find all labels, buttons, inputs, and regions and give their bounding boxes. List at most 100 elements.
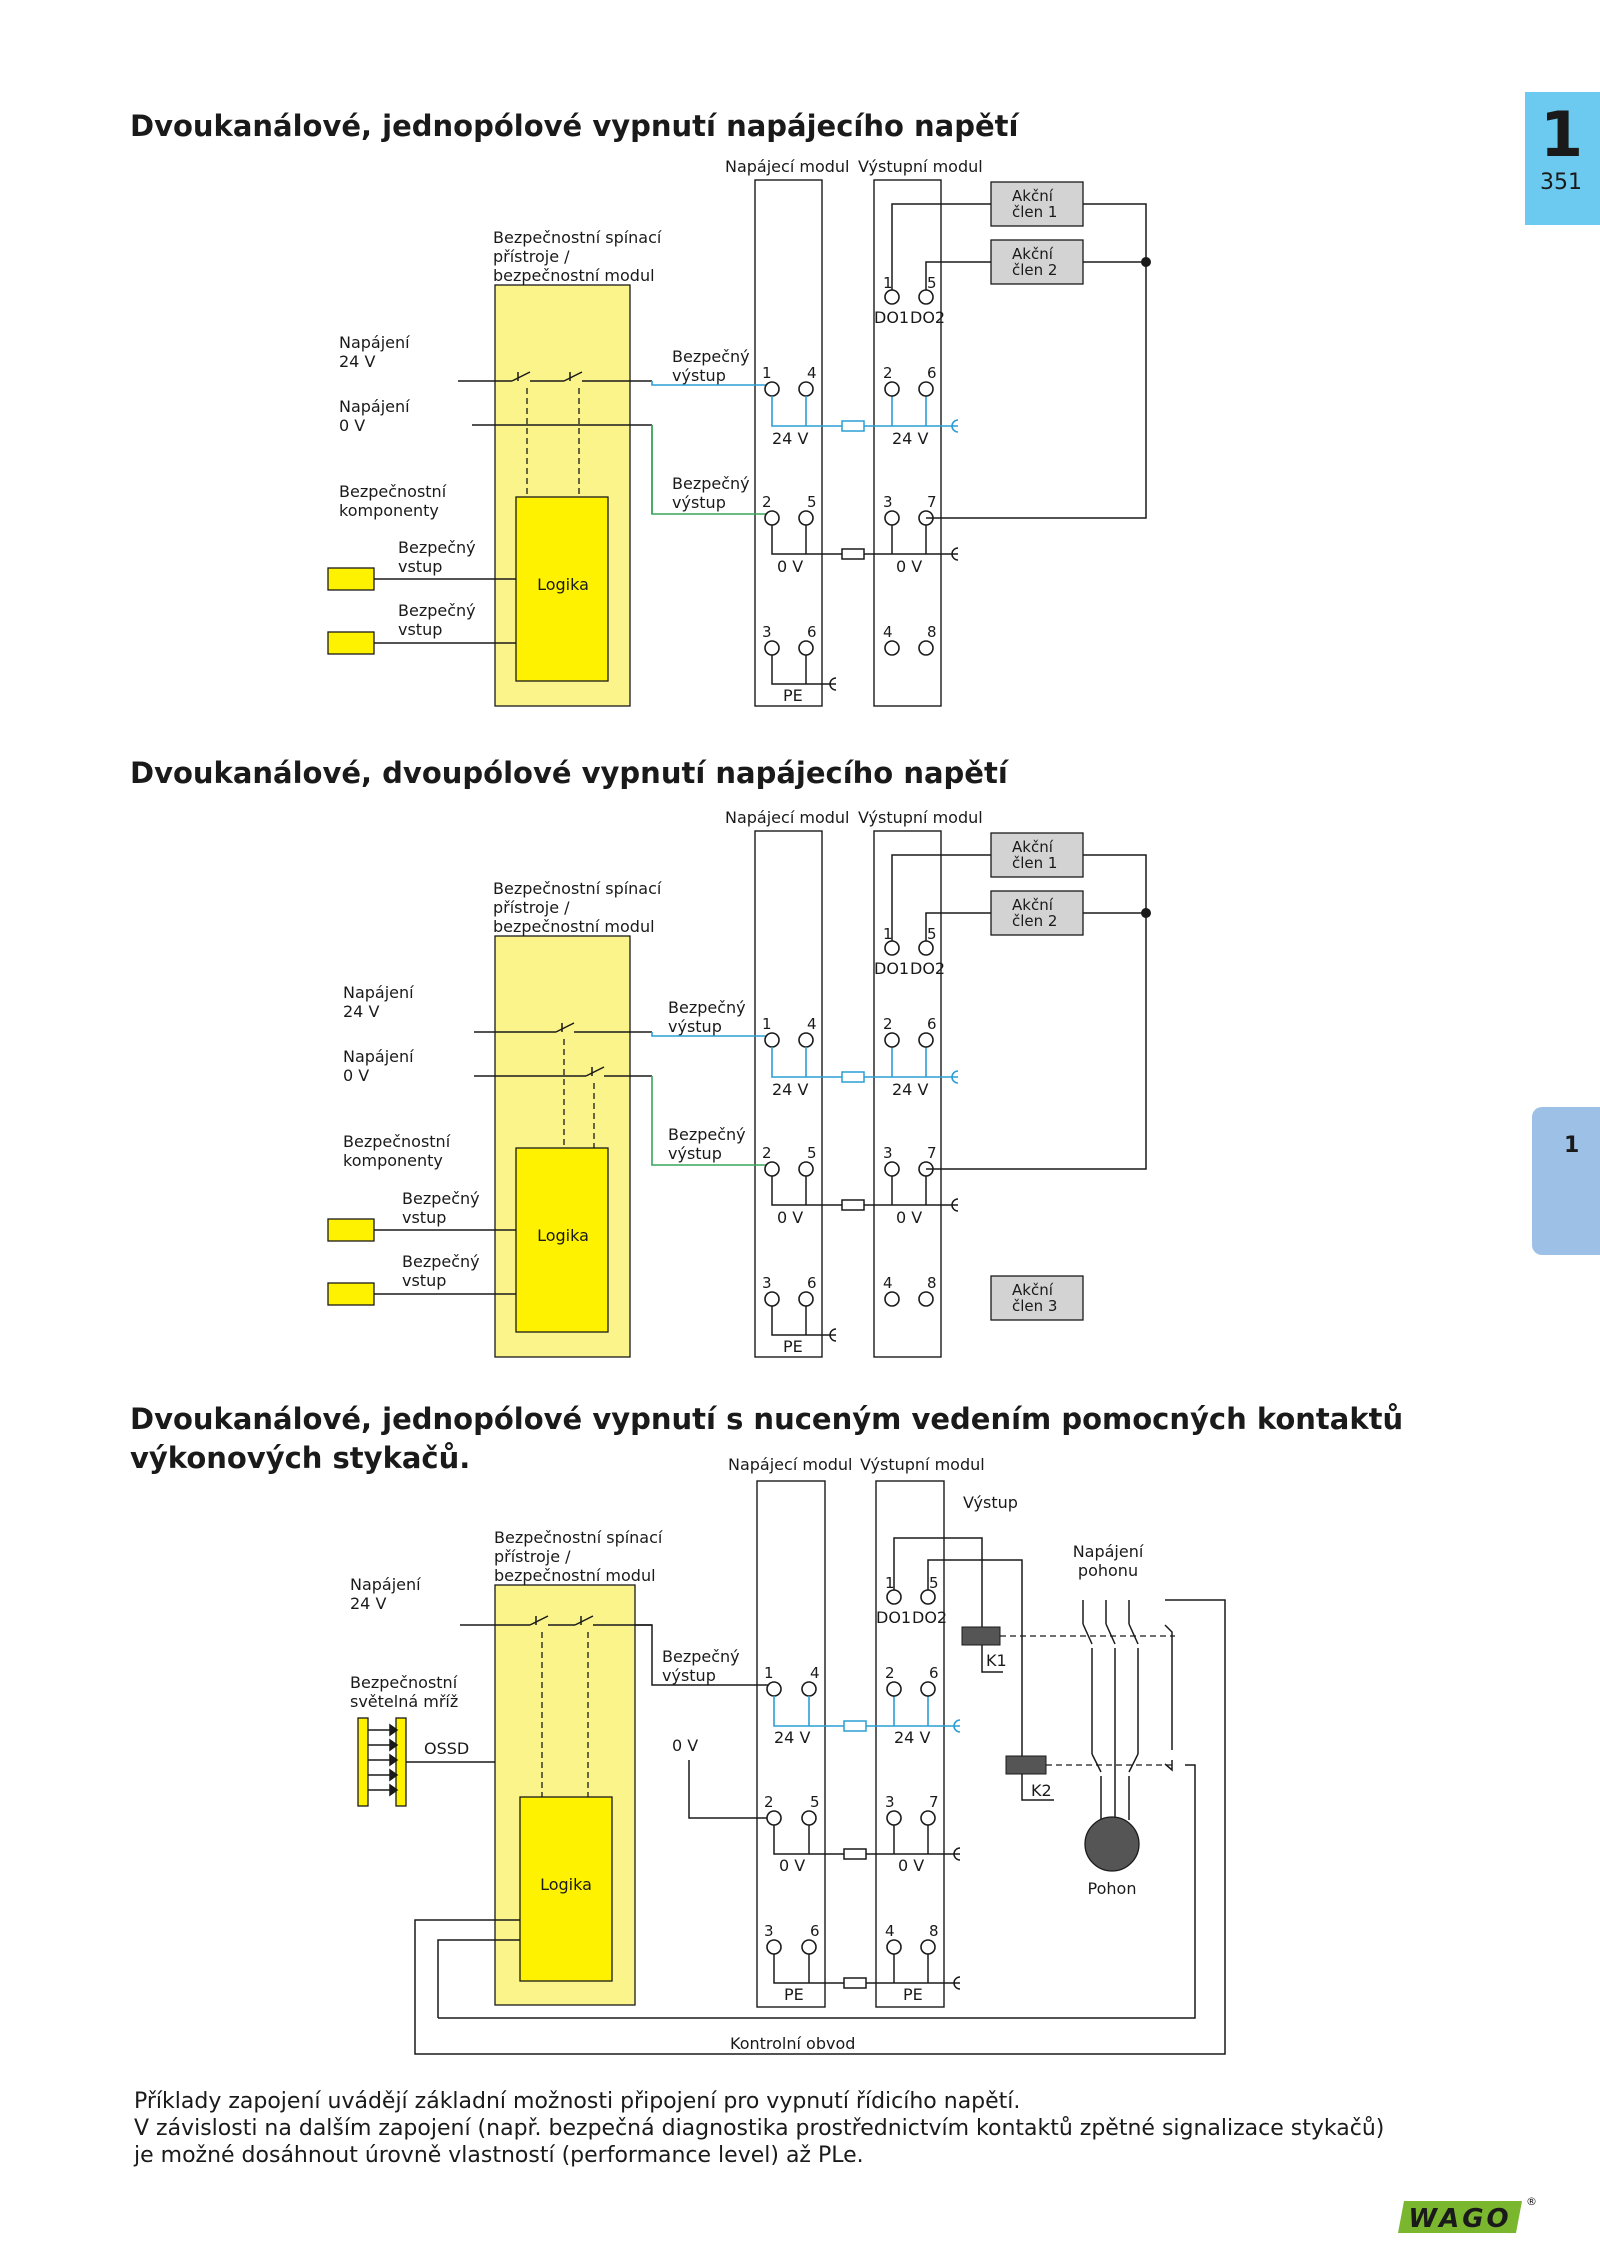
- logic-block: [515, 1147, 609, 1333]
- wago-logo: WAGO ®: [1398, 2195, 1537, 2234]
- svg-text:4: 4: [883, 623, 893, 641]
- svg-text:PE: PE: [783, 686, 803, 705]
- svg-text:1: 1: [762, 1015, 772, 1033]
- section-2-title: Dvoukanálové, dvoupólové vypnutí napájec…: [130, 756, 1008, 790]
- svg-text:DO1: DO1: [874, 308, 909, 327]
- svg-text:0 V: 0 V: [898, 1856, 924, 1875]
- svg-text:7: 7: [927, 1144, 937, 1162]
- svg-text:5: 5: [927, 274, 937, 292]
- footer-line-3: je možné dosáhnout úrovně vlastností (pe…: [134, 2143, 864, 2168]
- supply-module-label: Napájecí modul: [725, 157, 849, 176]
- svg-text:6: 6: [929, 1664, 939, 1682]
- footer-text: Příklady zapojení uvádějí základní možno…: [134, 2088, 1384, 2169]
- svg-text:5: 5: [807, 1144, 817, 1162]
- svg-text:24 V: 24 V: [892, 429, 928, 448]
- chapter-tab: [1525, 92, 1600, 225]
- logic-block: [515, 496, 609, 682]
- svg-text:1: 1: [762, 364, 772, 382]
- svg-text:4: 4: [807, 364, 817, 382]
- svg-text:3: 3: [883, 1144, 893, 1162]
- safe-input-sensor-1: [327, 567, 375, 591]
- svg-text:2: 2: [762, 1144, 772, 1162]
- footer-line-2: V závislosti na dalším zapojení (např. b…: [134, 2116, 1385, 2141]
- light-curtain: [357, 1717, 369, 1807]
- actuator-1: [990, 181, 1084, 227]
- svg-text:DO2: DO2: [910, 308, 945, 327]
- svg-text:K2: K2: [1031, 1781, 1052, 1800]
- svg-text:0 V: 0 V: [779, 1856, 805, 1875]
- ossd-label: OSSD: [424, 1739, 469, 1758]
- svg-text:0 V: 0 V: [672, 1736, 698, 1755]
- svg-text:1: 1: [883, 925, 893, 943]
- svg-text:DO2: DO2: [912, 1608, 947, 1627]
- output-module: [873, 830, 942, 1358]
- page-number: 351: [1540, 170, 1582, 195]
- svg-text:K1: K1: [986, 1651, 1007, 1670]
- svg-text:Výstupní modul: Výstupní modul: [860, 1455, 985, 1474]
- side-tab[interactable]: [1532, 1107, 1600, 1255]
- svg-text:0 V: 0 V: [777, 1208, 803, 1227]
- output-module: [875, 1480, 945, 2008]
- footer-line-1: Příklady zapojení uvádějí základní možno…: [134, 2089, 1021, 2114]
- svg-text:24 V: 24 V: [772, 1080, 808, 1099]
- svg-text:5: 5: [810, 1793, 820, 1811]
- side-tab-number: 1: [1564, 1133, 1580, 1158]
- relay-k1-coil: [961, 1626, 1001, 1646]
- section-3-title-line2: výkonových stykačů.: [130, 1441, 471, 1475]
- supply-module: [754, 830, 823, 1358]
- svg-text:DO1: DO1: [874, 959, 909, 978]
- section-1-title: Dvoukanálové, jednopólové vypnutí napáje…: [130, 109, 1019, 143]
- motor: [1084, 1816, 1140, 1872]
- output-label: Výstup: [963, 1493, 1018, 1512]
- drive-label: Pohon: [1088, 1879, 1137, 1898]
- svg-text:Výstupní modul: Výstupní modul: [858, 808, 983, 827]
- svg-text:WAGO: WAGO: [1408, 2204, 1511, 2234]
- svg-text:8: 8: [927, 1274, 937, 1292]
- svg-text:®: ®: [1526, 2195, 1537, 2208]
- actuator-1: [990, 832, 1084, 878]
- svg-text:Napájecí modul: Napájecí modul: [725, 808, 849, 827]
- svg-text:3: 3: [764, 1922, 774, 1940]
- svg-text:5: 5: [927, 925, 937, 943]
- svg-text:Logika: Logika: [540, 1875, 592, 1894]
- output-module-label: Výstupní modul: [858, 157, 983, 176]
- svg-text:PE: PE: [783, 1337, 803, 1356]
- svg-text:8: 8: [927, 623, 937, 641]
- svg-text:2: 2: [885, 1664, 895, 1682]
- actuator-2: [990, 890, 1084, 936]
- svg-text:Logika: Logika: [537, 1226, 589, 1245]
- logic-label: Logika: [537, 575, 589, 594]
- chapter-number: 1: [1540, 98, 1584, 171]
- svg-text:2: 2: [762, 493, 772, 511]
- svg-text:2: 2: [764, 1793, 774, 1811]
- svg-text:5: 5: [929, 1574, 939, 1592]
- svg-text:7: 7: [929, 1793, 939, 1811]
- svg-text:2: 2: [883, 1015, 893, 1033]
- svg-text:3: 3: [762, 623, 772, 641]
- svg-text:2: 2: [883, 364, 893, 382]
- svg-text:PE: PE: [784, 1985, 804, 2004]
